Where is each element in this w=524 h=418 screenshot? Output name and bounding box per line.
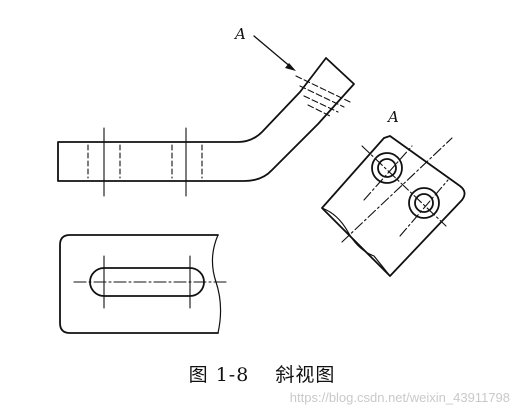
aux-hole-2-outer	[408, 187, 440, 219]
bracket-outline	[57, 57, 355, 182]
aux-hole-1-outer	[371, 152, 403, 184]
aux-view-outline	[321, 135, 466, 277]
figure-number: 图 1-8	[188, 364, 250, 386]
slot-center-lines	[73, 255, 227, 309]
figure-title: 斜视图	[275, 364, 336, 386]
top-view-plate	[59, 234, 227, 334]
figure-caption: 图 1-8 斜视图	[0, 360, 524, 387]
plate-outline	[59, 234, 219, 334]
watermark-text: https://blog.csdn.net/weixin_43911798	[289, 390, 510, 405]
view-arrow-label: A	[233, 25, 246, 43]
main-view-hole-lines	[87, 127, 203, 197]
aux-hole-1-inner	[377, 158, 397, 178]
auxiliary-view-a	[321, 135, 466, 277]
inclined-end-lines	[295, 75, 351, 118]
aux-view-label: A	[386, 108, 399, 126]
plate-break-line	[211, 234, 222, 334]
aux-break-line	[321, 207, 391, 277]
aux-center-lines	[341, 137, 453, 243]
slot-outline	[89, 267, 205, 297]
main-view-bracket	[57, 57, 355, 197]
aux-hole-2-inner	[414, 193, 434, 213]
view-direction-arrow	[253, 35, 296, 71]
